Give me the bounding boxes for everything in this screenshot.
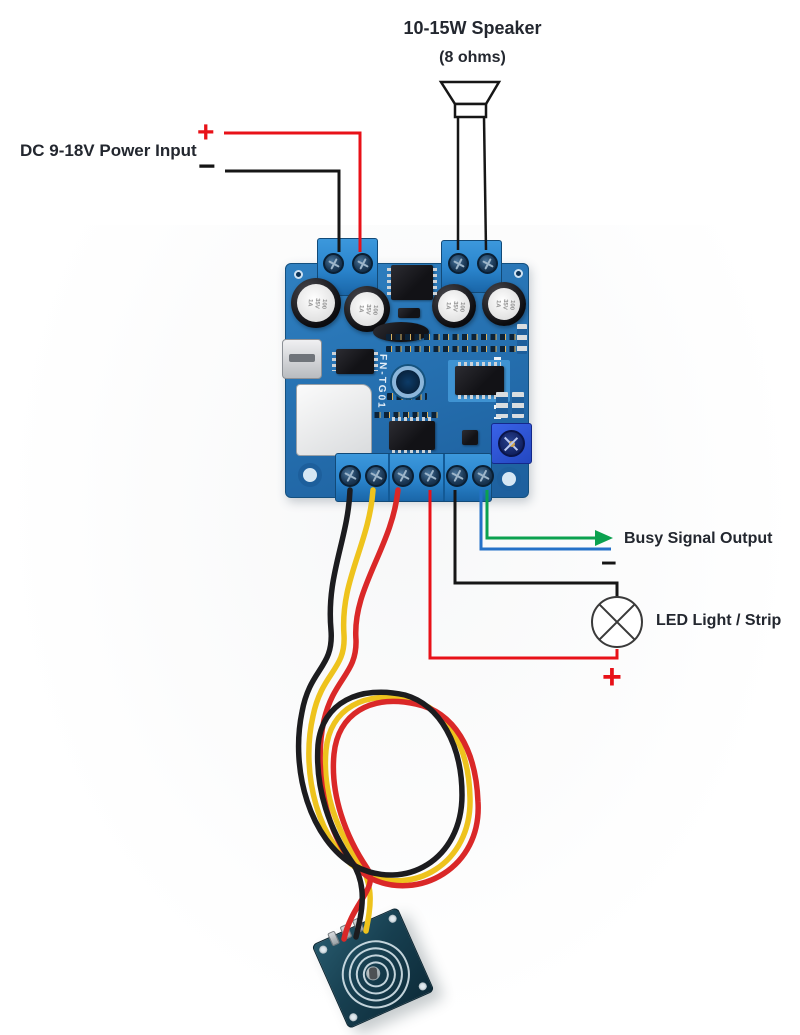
smd-component xyxy=(398,308,420,318)
speaker-icon xyxy=(438,80,502,119)
mount-hole xyxy=(298,463,322,487)
pin-hole-row xyxy=(386,334,528,340)
busy-signal-blue-wire xyxy=(479,490,611,551)
main-mcu-ic xyxy=(389,417,435,454)
sound-module-board: 100 35V 1A 100 35V 1A 100 35V 1A 100 35V… xyxy=(282,238,532,502)
pin-hole-row xyxy=(386,346,528,352)
sensor-red-wire xyxy=(317,487,481,942)
pin-hole-row xyxy=(346,412,438,418)
terminal-screw xyxy=(472,465,494,487)
led-positive-wire xyxy=(428,490,619,660)
arrow-right-icon xyxy=(595,530,613,546)
power-plus-sign: + xyxy=(197,116,215,149)
amplifier-ic xyxy=(455,362,504,399)
board-hole xyxy=(294,270,303,279)
terminal-divider xyxy=(388,454,390,501)
power-positive-wire xyxy=(224,131,362,252)
sensor-black-wire xyxy=(295,487,465,940)
capacitor: 100 35V 1A xyxy=(344,286,390,332)
micro-usb-port xyxy=(282,339,322,379)
led-negative-wire xyxy=(453,490,619,597)
led-minus-sign: − xyxy=(601,548,617,578)
speaker-wire-right xyxy=(482,116,488,251)
regulator-ic xyxy=(387,265,437,300)
power-minus-sign: − xyxy=(198,150,216,183)
terminal-screw xyxy=(446,465,468,487)
terminal-screw xyxy=(448,253,469,274)
terminal-screw xyxy=(339,465,361,487)
sd-card-slot xyxy=(296,384,372,456)
terminal-screw xyxy=(419,465,441,487)
terminal-screw xyxy=(352,253,373,274)
mount-hole xyxy=(497,467,521,491)
eeprom-ic xyxy=(332,349,378,374)
led-plus-sign: + xyxy=(602,658,622,696)
terminal-screw xyxy=(365,465,387,487)
board-hole xyxy=(514,269,523,278)
smd-components xyxy=(517,324,527,354)
terminal-screw xyxy=(392,465,414,487)
smd-components xyxy=(496,392,508,418)
terminal-divider xyxy=(443,454,445,501)
busy-signal-label: Busy Signal Output xyxy=(624,530,773,547)
speaker-title: 10-15W Speaker xyxy=(403,18,542,38)
capacitor: 100 35V 1A xyxy=(432,284,476,328)
capacitor: 100 35V 1A xyxy=(482,282,526,326)
capacitor: 100 35V 1A xyxy=(291,278,341,328)
terminal-screw xyxy=(323,253,344,274)
power-negative-wire xyxy=(225,169,341,252)
led-light-label: LED Light / Strip xyxy=(656,612,782,629)
speaker-subtitle: (8 ohms) xyxy=(439,49,506,66)
smd-components xyxy=(512,392,524,418)
lamp-icon xyxy=(591,596,643,648)
power-input-label: DC 9-18V Power Input xyxy=(20,141,197,160)
transistor xyxy=(462,430,478,445)
sensor-yellow-wire xyxy=(306,487,473,934)
output-terminal-block xyxy=(335,453,494,502)
center-mount-hole xyxy=(392,366,424,398)
volume-trimmer xyxy=(491,423,532,464)
terminal-screw xyxy=(477,253,498,274)
busy-signal-green-wire xyxy=(485,490,597,540)
